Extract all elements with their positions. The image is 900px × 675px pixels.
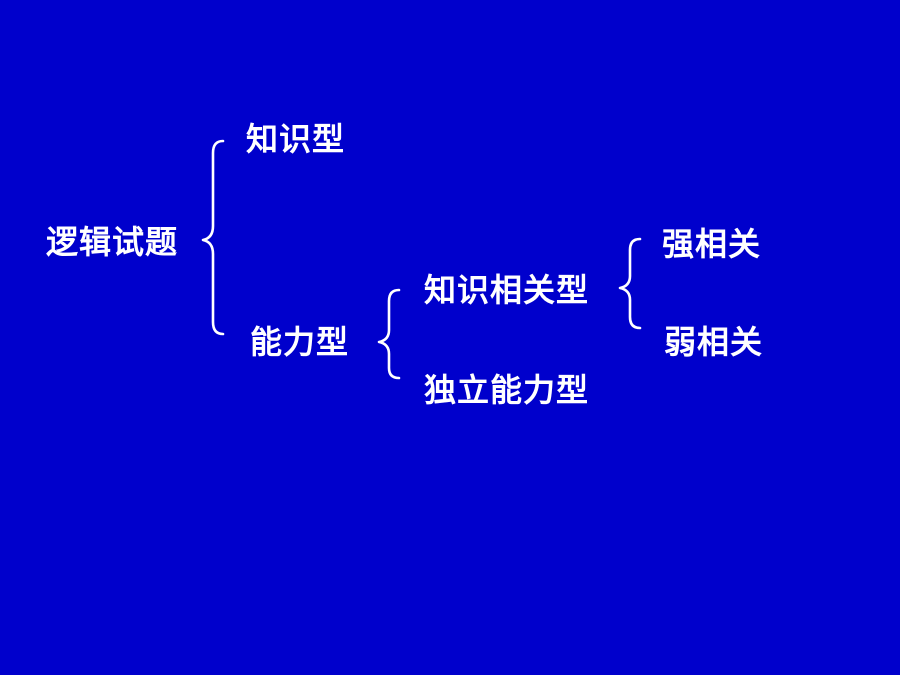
node-weak-related: 弱相关 — [664, 323, 764, 361]
brace-knowledge-related — [618, 237, 642, 330]
node-ability-type: 能力型 — [250, 323, 350, 361]
brace-root — [201, 139, 225, 336]
brace-ability — [377, 288, 401, 380]
node-root: 逻辑试题 — [46, 223, 179, 261]
node-strong-related: 强相关 — [662, 225, 762, 263]
node-independent-ability-type: 独立能力型 — [424, 371, 590, 409]
node-knowledge-type: 知识型 — [246, 120, 346, 158]
node-knowledge-related-type: 知识相关型 — [424, 271, 590, 309]
